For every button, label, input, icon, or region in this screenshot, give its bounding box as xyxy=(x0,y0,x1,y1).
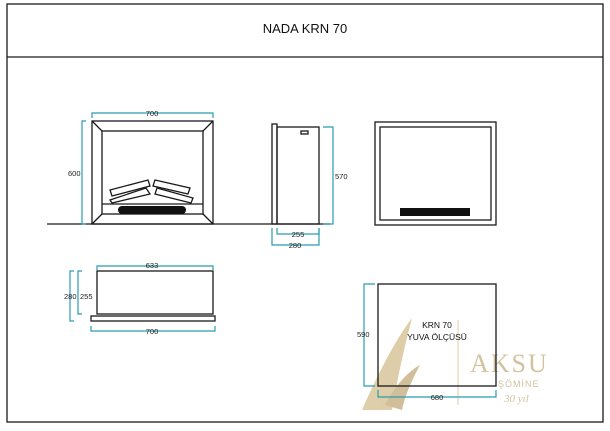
dim-side-height: 570 xyxy=(335,172,348,181)
drawing-title: NADA KRN 70 xyxy=(263,21,348,36)
dim-front-width: 700 xyxy=(146,109,159,118)
dim-side-depth-outer: 280 xyxy=(289,241,302,250)
dim-top-outer-width: 700 xyxy=(146,327,159,336)
dim-top-depth-inner: 255 xyxy=(80,292,93,301)
niche-view: KRN 70 YUVA ÖLÇÜSÜ 590 680 xyxy=(357,283,497,402)
top-view: 633 700 280 255 xyxy=(64,261,216,336)
side-view: 570 255 280 xyxy=(271,123,348,250)
dim-top-depth-outer: 280 xyxy=(64,292,77,301)
dim-niche-width: 680 xyxy=(431,393,444,402)
niche-label-title: YUVA ÖLÇÜSÜ xyxy=(407,332,467,342)
dim-side-depth-inner: 255 xyxy=(292,230,305,239)
dim-top-inner-width: 633 xyxy=(146,261,159,270)
logs xyxy=(108,179,194,204)
sheet-border xyxy=(6,3,604,423)
logo-tagline: 30 yıl xyxy=(503,393,529,405)
logo-brand: AKSU xyxy=(470,349,549,378)
dim-niche-height: 590 xyxy=(357,330,370,339)
niche-label-model: KRN 70 xyxy=(422,320,452,330)
logo-sub: ŞÖMİNE xyxy=(498,379,540,389)
flame-burner xyxy=(118,206,186,214)
dim-front-height: 600 xyxy=(68,169,81,178)
insert-view xyxy=(374,121,497,226)
aksu-logo: AKSU ŞÖMİNE 30 yıl xyxy=(362,318,549,410)
front-view: 700 600 xyxy=(68,109,214,225)
